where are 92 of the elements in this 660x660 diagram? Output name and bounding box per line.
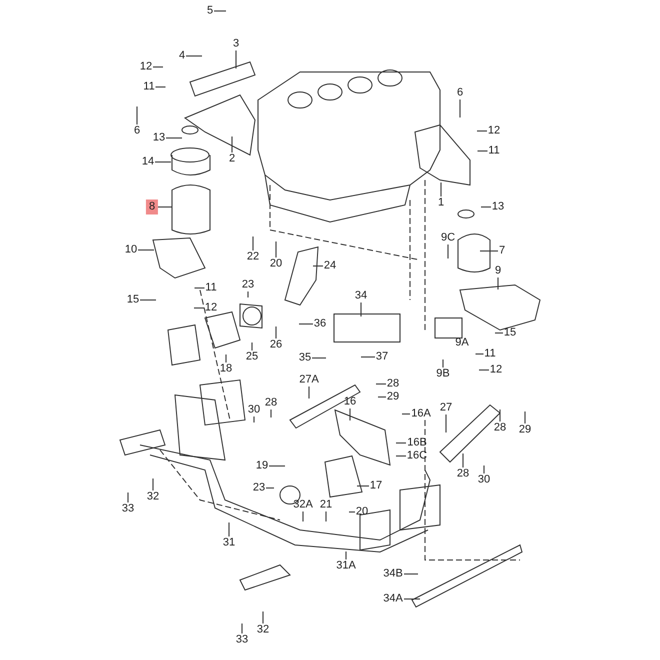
callout-number: 11 — [142, 80, 156, 94]
callout-number: 28 — [492, 422, 508, 434]
leader-line — [442, 359, 444, 368]
callout-number: 32 — [256, 624, 270, 636]
callout-number: 37 — [374, 350, 390, 364]
callout-number: 24 — [322, 260, 338, 272]
leader-line — [228, 522, 230, 537]
callout-number: 27 — [438, 402, 454, 414]
callout-number: 12 — [204, 302, 218, 314]
leader-line — [136, 106, 138, 125]
callout-number: 33 — [120, 502, 136, 516]
callout-number: 1 — [436, 196, 446, 210]
callout-number: 34B — [382, 568, 404, 580]
callout-number: 29 — [518, 424, 532, 436]
highlighted-callout-number: 8 — [146, 200, 158, 214]
leader-line — [262, 611, 264, 624]
callout-number: 13 — [152, 132, 166, 144]
leader-line — [214, 10, 226, 12]
callout-number: 33 — [234, 634, 250, 646]
callout-number: 2 — [228, 152, 236, 166]
leader-line — [155, 86, 166, 88]
callout-number: 21 — [318, 498, 334, 512]
callout-number: 13 — [490, 200, 506, 214]
callout-number: 26 — [268, 338, 284, 352]
callout-number: 17 — [368, 480, 384, 492]
leader-line — [494, 332, 504, 334]
callout-number: 30 — [476, 474, 492, 486]
leader-line — [158, 206, 172, 208]
callout-number: 12 — [138, 60, 154, 74]
callout-number: 32 — [146, 490, 160, 504]
callout-number: 32A — [292, 498, 314, 512]
callout-number: 34 — [354, 290, 368, 302]
leader-line — [308, 386, 310, 399]
callout-number: 22 — [246, 250, 260, 264]
callout-number: 31A — [335, 560, 357, 572]
callout-number: 20 — [354, 506, 370, 518]
leader-line — [477, 150, 488, 152]
leader-line — [152, 478, 154, 491]
callout-number: 30 — [246, 404, 262, 416]
callout-number: 14 — [140, 156, 156, 168]
callout-number: 9 — [494, 264, 502, 278]
callout-number: 15 — [502, 326, 518, 340]
callout-number: 6 — [132, 124, 142, 138]
leader-line — [480, 206, 492, 208]
callout-number: 29 — [386, 390, 400, 404]
callout-number: 36 — [312, 318, 328, 330]
callout-number: 20 — [268, 258, 284, 270]
leader-line — [440, 182, 442, 197]
leader-line — [360, 302, 362, 317]
leader-line — [404, 598, 420, 600]
callout-number: 28 — [264, 396, 278, 410]
callout-number: 11 — [483, 348, 497, 360]
callout-number: 16C — [406, 450, 428, 462]
leader-line — [524, 411, 526, 424]
callout-number: 11 — [487, 144, 501, 158]
callout-number: 28 — [386, 378, 400, 390]
callout-number: 9C — [440, 232, 456, 244]
leader-line — [152, 66, 164, 68]
callout-number: 23 — [240, 278, 256, 292]
callout-number: 15 — [126, 294, 140, 306]
leader-line — [252, 236, 254, 251]
callout-number: 16 — [342, 396, 358, 408]
callout-number: 34A — [382, 592, 404, 606]
leader-line — [302, 511, 304, 522]
callout-number: 9A — [454, 336, 470, 350]
callout-number: 27A — [298, 374, 320, 386]
callout-number: 18 — [218, 362, 234, 376]
callout-number: 4 — [178, 50, 186, 62]
leader-line — [270, 409, 272, 418]
callout-number: 25 — [244, 350, 260, 364]
callout-number: 9B — [435, 368, 451, 380]
callout-number: 10 — [124, 244, 138, 256]
callout-number: 3 — [232, 38, 240, 50]
callout-number: 7 — [498, 244, 506, 258]
leader-line — [396, 442, 406, 444]
callout-number: 35 — [298, 352, 312, 364]
leader-line — [480, 250, 498, 252]
callout-number: 28 — [456, 468, 470, 480]
leader-line — [360, 356, 376, 358]
leader-line — [462, 453, 464, 468]
callout-number: 31 — [222, 536, 236, 550]
leader-line — [476, 130, 488, 132]
callout-number: 5 — [206, 4, 214, 18]
callout-number: 16B — [406, 436, 428, 450]
callout-number: 6 — [456, 86, 464, 100]
callout-number: 11 — [204, 282, 218, 294]
callout-number: 16A — [410, 408, 432, 420]
callout-number: 12 — [488, 364, 504, 376]
callout-number: 23 — [252, 482, 266, 494]
callout-number: 19 — [254, 460, 270, 472]
leader-line — [378, 396, 386, 398]
callout-number: 12 — [486, 124, 502, 138]
